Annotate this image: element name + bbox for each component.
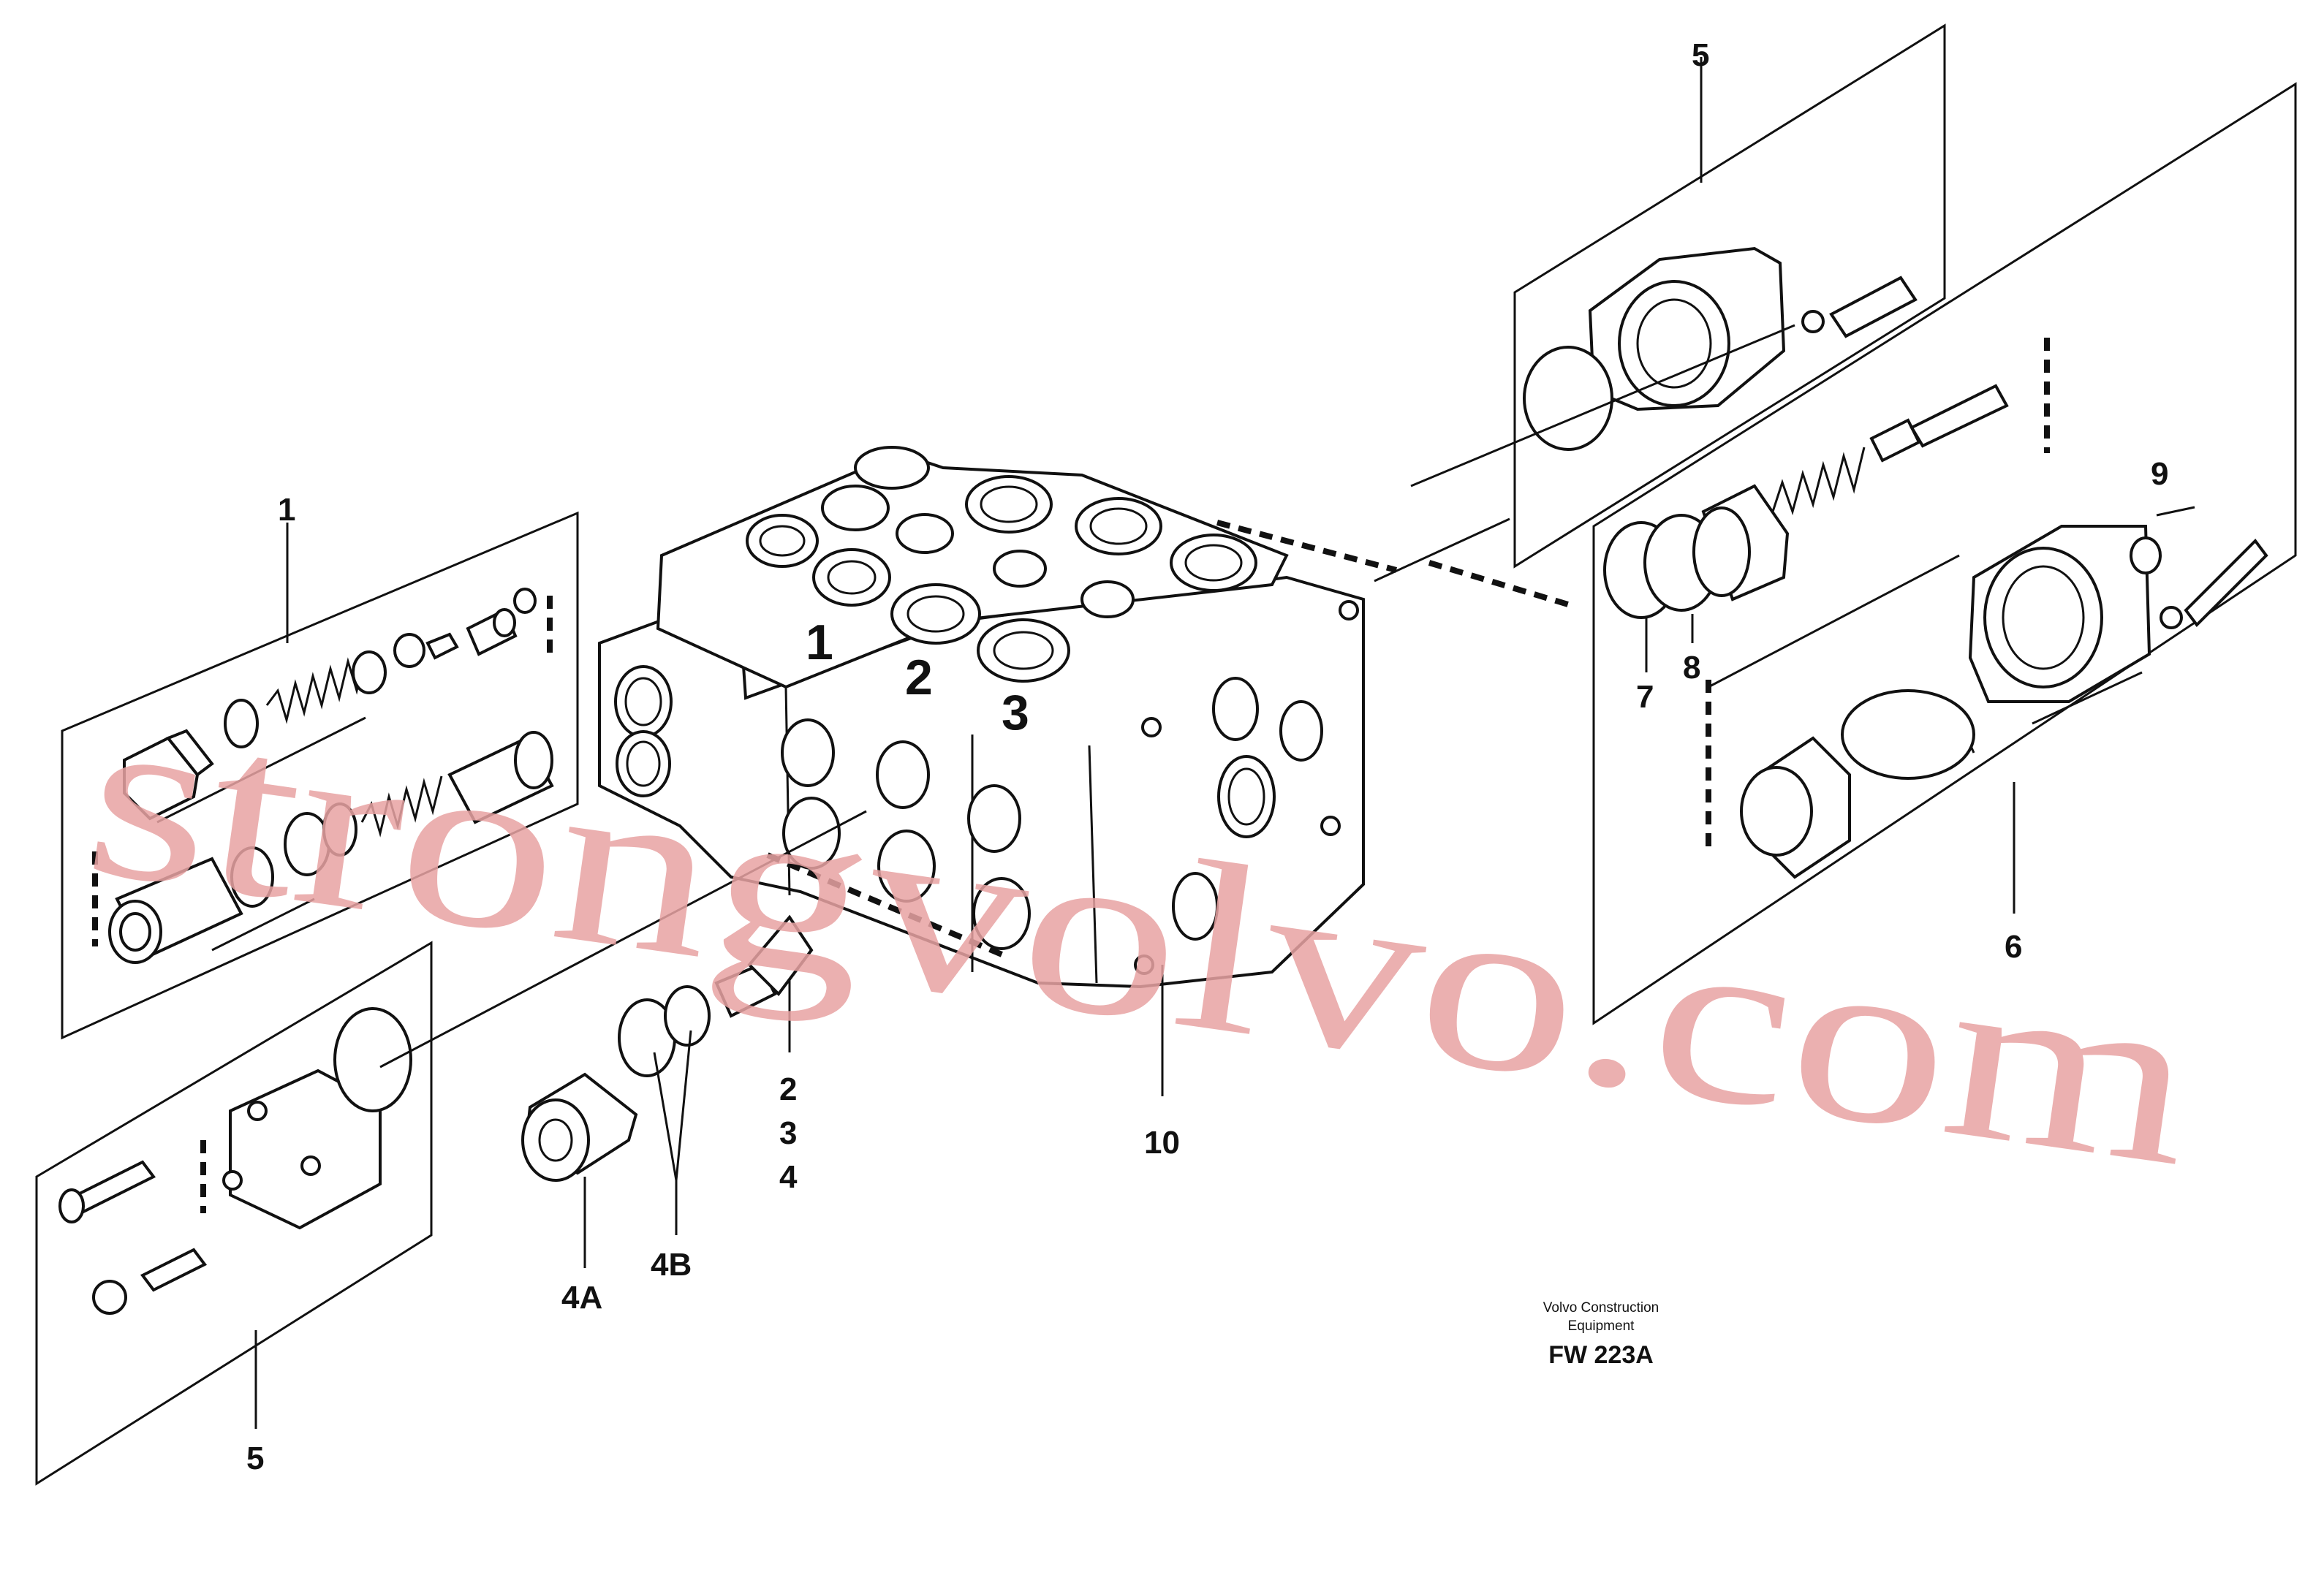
callout-2: 2 [779,1071,797,1107]
spring-upper [265,652,376,724]
callout-6: 6 [2005,929,2022,965]
maker-line-1: Volvo Construction [1543,1300,1659,1316]
callout-4: 4 [779,1159,798,1195]
callout-5-bottom: 5 [246,1441,264,1476]
cover-flange-top [1588,246,1786,411]
callout-7: 7 [1636,679,1654,715]
spring-sleeve [1740,736,1851,879]
callout-9: 9 [2151,456,2168,492]
panel-6-spring-group [1592,82,2297,1025]
callout-8: 8 [1683,650,1700,686]
cover-plate [222,1069,382,1230]
poppet-upper [466,608,518,656]
panel-1-relief-valve [61,511,579,1040]
section-number-2: 2 [905,650,933,705]
valve-plug-upper [123,729,214,821]
valve-plug-lower [108,857,243,964]
section-number-3: 3 [1002,685,1029,740]
check-valve-cartridge [521,1072,638,1182]
spring-seat [1692,484,1790,601]
callout-10: 10 [1144,1125,1180,1161]
cover-flange-right [1968,525,2151,703]
maker-line-2: Equipment [1568,1318,1635,1334]
valve-sleeve-lower [447,731,554,824]
callout-4a: 4A [561,1280,602,1316]
panel-5-top-cover [1410,23,1946,569]
panel-5-bottom-cover [35,810,867,1486]
callout-5-top: 5 [1692,37,1709,73]
section-number-1: 1 [806,615,833,670]
check-valve-group [521,852,1010,1268]
callout-3: 3 [779,1115,797,1151]
callout-4b: 4B [651,1247,692,1283]
valve-housing [598,446,1365,989]
callout-1: 1 [278,492,295,528]
drawing-code: FW 223A [1548,1341,1654,1369]
